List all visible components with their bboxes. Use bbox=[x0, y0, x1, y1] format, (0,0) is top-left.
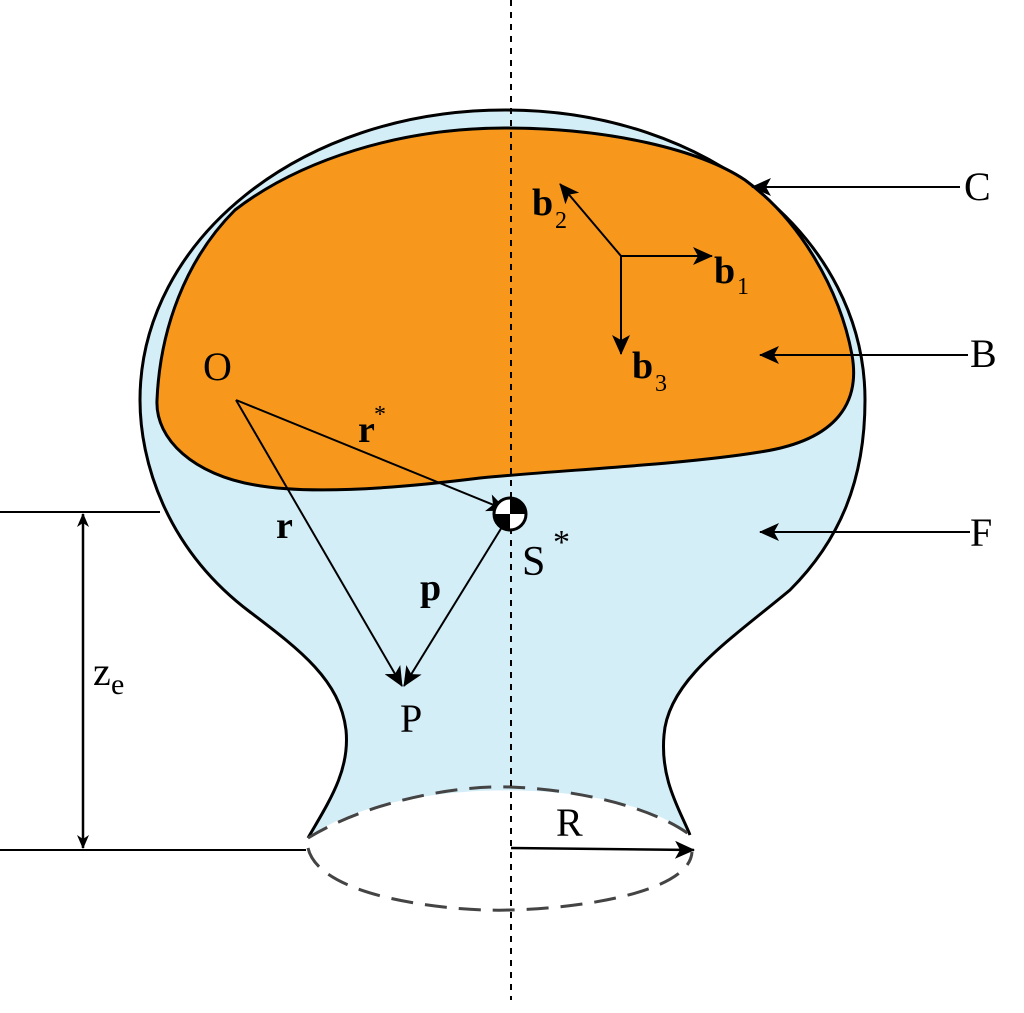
label-r-star: r bbox=[358, 409, 375, 451]
label-r-star-sup: * bbox=[374, 402, 386, 428]
label-ze: z bbox=[93, 649, 111, 694]
label-origin-o: O bbox=[203, 344, 232, 389]
container-wall-left bbox=[138, 108, 867, 839]
label-b1-subscript: 1 bbox=[737, 274, 749, 300]
label-b3: b bbox=[632, 345, 653, 387]
opening-ellipse-front bbox=[306, 847, 694, 912]
p-vector bbox=[403, 513, 511, 687]
r-star-vector bbox=[235, 399, 507, 512]
label-ze-subscript: e bbox=[111, 668, 124, 701]
label-b1: b bbox=[714, 250, 735, 292]
label-fluid-f: F bbox=[970, 510, 992, 555]
center-of-mass-symbol bbox=[492, 496, 528, 532]
b2-vector bbox=[559, 183, 622, 257]
rigid-body bbox=[155, 126, 856, 492]
label-body-b: B bbox=[970, 331, 997, 376]
label-radius-r: R bbox=[556, 800, 583, 845]
label-p-vector: p bbox=[420, 567, 441, 609]
label-container-c: C bbox=[964, 164, 991, 209]
label-b3-subscript: 3 bbox=[655, 371, 667, 397]
r-vector bbox=[235, 399, 403, 687]
label-r-vector: r bbox=[276, 505, 293, 547]
label-center-s: S bbox=[522, 539, 545, 585]
label-point-p: P bbox=[400, 696, 422, 741]
label-center-star: * bbox=[553, 524, 570, 561]
label-b2: b bbox=[532, 182, 553, 224]
opening-ellipse-back bbox=[307, 785, 691, 840]
radius-arrow bbox=[510, 840, 695, 859]
label-b2-subscript: 2 bbox=[555, 208, 567, 234]
